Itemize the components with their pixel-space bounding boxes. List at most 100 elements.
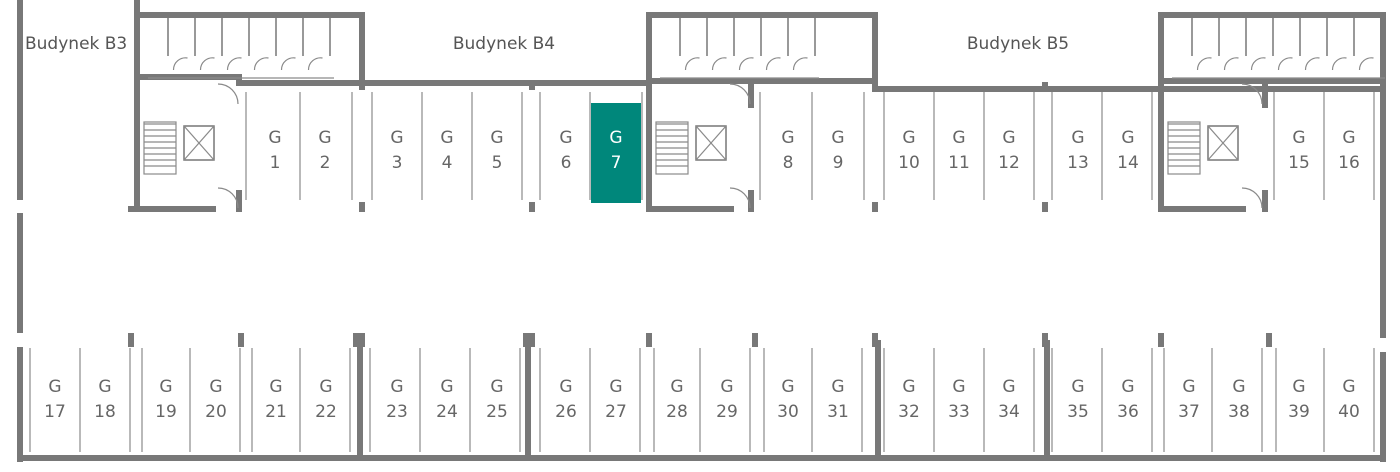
parking-spot-32[interactable]: G32: [898, 377, 920, 422]
spot-number: 22: [315, 402, 337, 422]
parking-spot-15[interactable]: G 15: [1288, 128, 1310, 173]
parking-spot-9[interactable]: G9: [831, 128, 844, 173]
parking-spot-35[interactable]: G35: [1067, 377, 1089, 422]
spot-prefix: G: [559, 128, 572, 148]
spot-number: 16: [1338, 153, 1360, 173]
parking-spot-22[interactable]: G 22: [315, 377, 337, 422]
building-label-b4: Budynek B4: [453, 34, 555, 54]
spot-number: 23: [386, 402, 408, 422]
parking-spot-24[interactable]: G24: [436, 377, 458, 422]
parking-spot-8[interactable]: G8: [781, 128, 794, 173]
parking-spots[interactable]: G1G2G3G4G5G6G7G8G9G10G11G12G13G14G15G16G…: [44, 103, 1360, 422]
walls: [17, 0, 1386, 462]
spot-prefix: G: [559, 377, 572, 397]
parking-spot-16[interactable]: G16: [1338, 128, 1360, 173]
parking-spot-17[interactable]: G 17: [44, 377, 66, 422]
parking-spot-30[interactable]: G30: [777, 377, 799, 422]
spot-number: 31: [827, 402, 849, 422]
spot-number: 24: [436, 402, 458, 422]
parking-spot-5[interactable]: G5: [490, 128, 503, 173]
stair-elevator-details: [143, 18, 1385, 209]
parking-spot-4[interactable]: G4: [440, 128, 453, 173]
spot-number: 2: [320, 153, 331, 173]
spot-number: 20: [205, 402, 227, 422]
spot-number: 6: [561, 153, 572, 173]
parking-spot-26[interactable]: G 26: [555, 377, 577, 422]
spot-prefix: G: [1292, 377, 1305, 397]
spot-number: 38: [1228, 402, 1250, 422]
spot-prefix: G: [1342, 377, 1355, 397]
spot-number: 32: [898, 402, 920, 422]
building-label-b3: Budynek B3: [25, 34, 127, 54]
parking-spot-23[interactable]: G23: [386, 377, 408, 422]
parking-spot-29[interactable]: G29: [716, 377, 738, 422]
spot-number: 35: [1067, 402, 1089, 422]
parking-spot-25[interactable]: G 25: [486, 377, 508, 422]
spot-prefix: G: [1121, 128, 1134, 148]
spot-number: 33: [948, 402, 970, 422]
parking-spot-12[interactable]: G12: [998, 128, 1020, 173]
spot-number: 26: [555, 402, 577, 422]
parking-spot-37[interactable]: G37: [1178, 377, 1200, 422]
spot-prefix: G: [902, 128, 915, 148]
spot-prefix: G: [1292, 128, 1305, 148]
parking-spot-3[interactable]: G3: [390, 128, 403, 173]
spot-number: 19: [155, 402, 177, 422]
parking-spot-20[interactable]: G20: [205, 377, 227, 422]
parking-spot-13[interactable]: G13: [1067, 128, 1089, 173]
spot-prefix: G: [720, 377, 733, 397]
spot-prefix: G: [1071, 128, 1084, 148]
parking-spot-36[interactable]: G36: [1117, 377, 1139, 422]
parking-spot-11[interactable]: G11: [948, 128, 970, 173]
parking-spot-40[interactable]: G40: [1338, 377, 1360, 422]
spot-number: 17: [44, 402, 66, 422]
spot-prefix: G: [1002, 128, 1015, 148]
spot-number: 3: [392, 153, 403, 173]
parking-spot-28[interactable]: G 28: [666, 377, 688, 422]
parking-spot-7[interactable]: G7: [591, 103, 641, 203]
spot-number: 27: [605, 402, 627, 422]
parking-spot-34[interactable]: G34: [998, 377, 1020, 422]
spot-prefix: G: [319, 377, 332, 397]
spot-number: 39: [1288, 402, 1310, 422]
parking-spot-38[interactable]: G38: [1228, 377, 1250, 422]
parking-spot-18[interactable]: G 18: [94, 377, 116, 422]
spot-number: 15: [1288, 153, 1310, 173]
parking-spot-39[interactable]: G 39: [1288, 377, 1310, 422]
parking-spot-2[interactable]: G2: [318, 128, 331, 173]
spot-number: 10: [898, 153, 920, 173]
spot-prefix: G: [390, 128, 403, 148]
building-label-b5: Budynek B5: [967, 34, 1069, 54]
parking-spot-10[interactable]: G 10: [898, 128, 920, 173]
spot-prefix: G: [1182, 377, 1195, 397]
spot-number: 28: [666, 402, 688, 422]
parking-spot-19[interactable]: G19: [155, 377, 177, 422]
spot-number: 4: [442, 153, 453, 173]
parking-spot-33[interactable]: G 33: [948, 377, 970, 422]
spot-number: 14: [1117, 153, 1139, 173]
building-labels: Budynek B3 Budynek B4 Budynek B5: [25, 34, 1069, 54]
spot-prefix: G: [490, 377, 503, 397]
parking-spot-31[interactable]: G31: [827, 377, 849, 422]
spot-number: 30: [777, 402, 799, 422]
spot-number: 25: [486, 402, 508, 422]
parking-spot-6[interactable]: G6: [559, 128, 572, 173]
spot-prefix: G: [48, 377, 61, 397]
spot-prefix: G: [609, 128, 622, 148]
parking-spot-1[interactable]: G1: [268, 128, 281, 173]
spot-prefix: G: [831, 128, 844, 148]
spot-prefix: G: [98, 377, 111, 397]
spot-prefix: G: [670, 377, 683, 397]
spot-dividers: [29, 92, 1375, 452]
spot-prefix: G: [952, 377, 965, 397]
parking-spot-27[interactable]: G 27: [605, 377, 627, 422]
spot-number: 18: [94, 402, 116, 422]
spot-number: 11: [948, 153, 970, 173]
spot-number: 1: [270, 153, 281, 173]
spot-number: 36: [1117, 402, 1139, 422]
spot-prefix: G: [609, 377, 622, 397]
parking-spot-21[interactable]: G21: [265, 377, 287, 422]
spot-number: 5: [492, 153, 503, 173]
parking-spot-14[interactable]: G 14: [1117, 128, 1139, 173]
